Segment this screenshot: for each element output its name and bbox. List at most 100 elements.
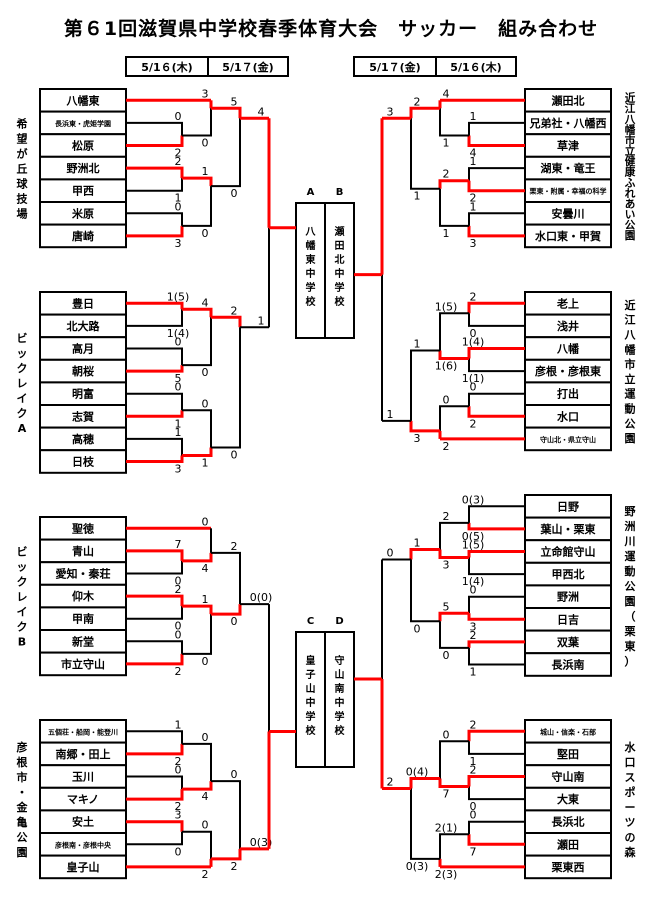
team-name: 老上 — [556, 296, 579, 310]
venue-label-char: 八 — [624, 114, 636, 126]
team-name: 朝桜 — [72, 364, 94, 378]
team-slot: 五個荘・船岡・能登川 — [39, 719, 127, 744]
bracket-line — [467, 640, 525, 648]
score: 1 — [470, 755, 477, 768]
team-slot: 八幡 — [524, 336, 612, 361]
bracket-line — [126, 775, 183, 790]
team-name: 長浜北 — [552, 815, 585, 829]
score: 0 — [470, 809, 477, 822]
venue-label-char: の — [625, 831, 636, 844]
finals-label: B — [336, 187, 344, 198]
team-name: 城山・信楽・石部 — [540, 727, 596, 736]
score: 4 — [443, 87, 450, 100]
venue-label-char: 市 — [17, 770, 28, 784]
score: 4 — [470, 147, 477, 160]
bracket-line — [468, 167, 525, 181]
venue-label-char: 根 — [17, 755, 29, 769]
score: 1 — [414, 190, 421, 203]
venue-label-char: 洲 — [625, 520, 636, 533]
team-slot: マキノ — [39, 786, 127, 812]
team-slot: 青山 — [39, 538, 127, 564]
score: 0 — [202, 397, 209, 410]
venue-label-char: レ — [17, 377, 28, 390]
score: 2(1) — [435, 821, 458, 834]
team-name: 甲西 — [72, 185, 94, 198]
bracket-line — [410, 559, 440, 623]
venue-label-char: 動 — [625, 402, 636, 416]
venue-label-char: 望 — [17, 132, 28, 146]
bracket-line — [182, 742, 212, 782]
bracket-line — [468, 505, 525, 523]
score: 2 — [231, 304, 238, 317]
team-name: 唐崎 — [72, 229, 94, 243]
venue-label-char: 東 — [625, 639, 637, 653]
finals-school-char: 中 — [335, 267, 345, 280]
bracket-line — [182, 186, 212, 227]
bracket-line — [467, 180, 525, 193]
team-name: 日野 — [557, 500, 579, 513]
team-name: 安曇川 — [552, 206, 585, 220]
score: 1 — [202, 593, 209, 606]
team-name: 彦根・彦根東 — [535, 364, 602, 378]
team-slot: 栗東・附属・幸福の科学 — [524, 178, 612, 203]
team-slot: 葉山・栗東 — [524, 516, 612, 542]
score: 2(3) — [435, 868, 458, 881]
finals-school-char: 校 — [335, 724, 346, 737]
bracket-line — [126, 560, 183, 575]
bracket-line — [126, 166, 184, 179]
team-slot: 玉川 — [39, 764, 127, 789]
team-slot: 聖徳 — [39, 516, 127, 541]
date-day1: 5/1６(木) — [141, 60, 193, 74]
score: 1 — [202, 165, 209, 178]
score: 0(0) — [250, 591, 273, 604]
bracket-line — [126, 410, 184, 418]
venue-label-char: 森 — [625, 845, 637, 859]
team-name: 水口東・甲賀 — [535, 229, 601, 243]
venue-label-char: ク — [17, 621, 28, 634]
venue-label-char: 彦 — [17, 740, 28, 754]
team-slot: 愛知・秦荘 — [39, 561, 127, 586]
venue-label-char: れ — [625, 188, 636, 200]
team-slot: 市立守山 — [39, 651, 127, 677]
bracket-line — [126, 730, 183, 744]
venue-label-char: 江 — [625, 313, 636, 327]
score: 0 — [387, 547, 394, 560]
team-name: 立命館守山 — [541, 545, 596, 559]
team-name: 愛知・秦荘 — [56, 567, 111, 581]
venue-label-char: ッ — [17, 561, 28, 574]
team-name: 守山北・県立守山 — [540, 435, 596, 444]
bracket-line — [467, 225, 525, 238]
finals-school-char: 田 — [335, 240, 345, 252]
score: 1 — [414, 338, 421, 351]
score: 2 — [470, 718, 477, 731]
venue-label-char: 希 — [16, 117, 28, 131]
bracket-line — [467, 775, 525, 787]
venue-label-char: 川 — [624, 535, 636, 548]
score: 2 — [470, 417, 477, 430]
score: 2 — [443, 440, 450, 453]
score: 0(3) — [406, 860, 429, 873]
score: 0 — [202, 655, 209, 668]
score: 0 — [175, 764, 182, 777]
team-name: 大東 — [557, 792, 580, 806]
venue-label-char: ー — [625, 801, 636, 814]
bracket-line — [182, 317, 212, 367]
bracket-line — [468, 741, 525, 755]
team-name: 堅田 — [557, 748, 579, 761]
bracket-line — [467, 347, 525, 359]
team-name: 豊日 — [72, 296, 94, 310]
venue-label-char: ビ — [17, 331, 28, 345]
score: 1 — [470, 200, 477, 213]
score: 2 — [387, 776, 394, 789]
team-slot: 長浜南 — [524, 652, 612, 677]
finals-school-char: 中 — [306, 696, 316, 709]
venue-label-char: A — [18, 422, 27, 435]
bracket-line — [211, 848, 242, 861]
team-name: 八幡 — [556, 342, 580, 356]
score: 4 — [202, 790, 209, 803]
venue-label-char: ク — [17, 362, 28, 375]
